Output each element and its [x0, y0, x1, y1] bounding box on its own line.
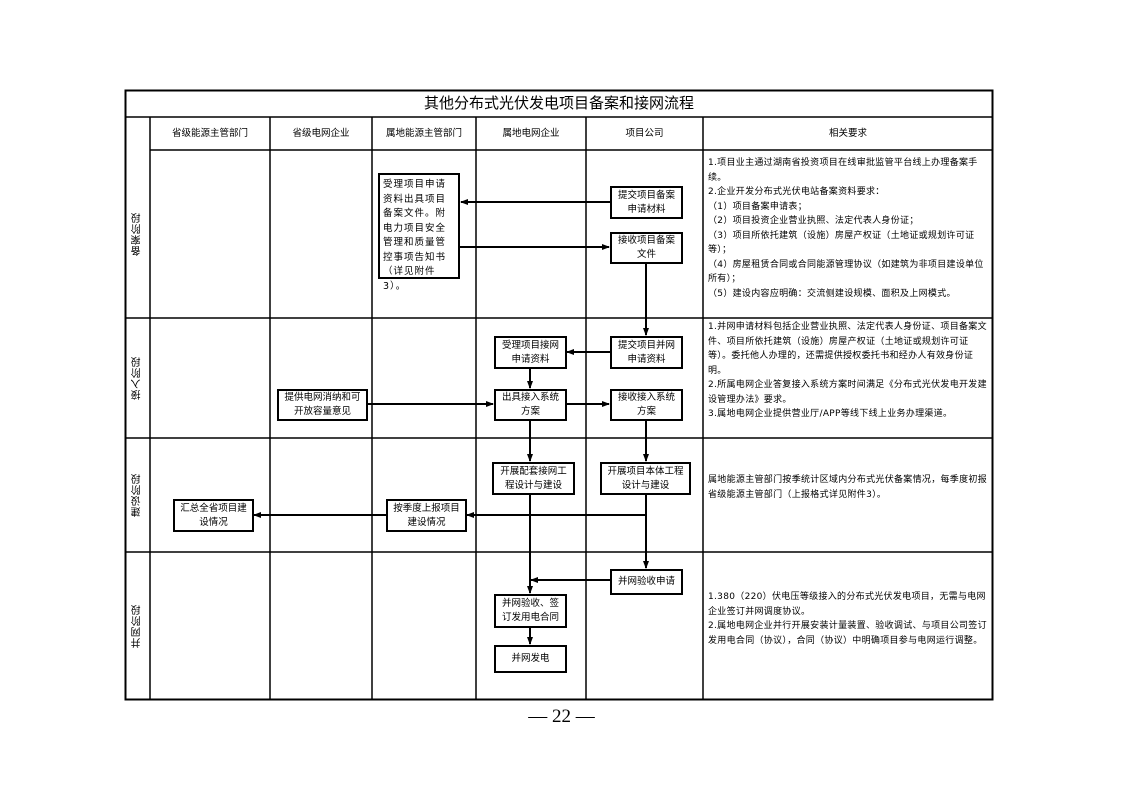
stage-label: 并网阶段: [132, 604, 143, 648]
stage-grid-connection: 并网阶段: [125, 552, 150, 700]
box-receive-filing: 接收项目备案文件: [610, 232, 683, 264]
stage-label: 接入阶段: [132, 356, 143, 400]
stage-access: 接入阶段: [125, 318, 150, 438]
stage-construction: 建设阶段: [125, 438, 150, 552]
box-capacity-opinion: 提供电网消纳和可开放容量意见: [277, 389, 368, 421]
box-submit-grid-application: 提交项目并网申请资料: [610, 336, 683, 369]
requirement-item: （1）项目备案申请表；: [708, 201, 808, 212]
column-header-provincial-grid: 省级电网企业: [292, 128, 350, 139]
requirements-grid: 1.380（220）伏电压等级接入的分布式光伏发电项目，无需与电网企业签订并网调…: [708, 590, 990, 648]
column-header-project-company: 项目公司: [625, 128, 664, 139]
requirement-item: 2.所属电网企业答复接入系统方案时间满足《分布式光伏发电开发建设管理办法》要求。: [708, 380, 987, 405]
box-project-construction: 开展项目本体工程设计与建设: [600, 462, 691, 495]
box-accept-filing: 受理项目申请资料出具项目备案文件。附电力项目安全管理和质量管控事项告知书（详见附…: [378, 173, 460, 292]
column-header-local-energy: 属地能源主管部门: [385, 128, 462, 139]
requirement-item: （5）建设内容应明确：交流侧建设规模、面积及上网模式。: [708, 288, 956, 299]
stage-label: 建设阶段: [132, 473, 143, 517]
requirement-item: 属地能源主管部门按季统计区域内分布式光伏备案情况，每季度初报省级能源主管部门（上…: [708, 475, 988, 500]
requirement-item: 3.属地电网企业提供营业厅/APP等线下线上业务办理渠道。: [708, 409, 953, 419]
page-number: — 22 —: [528, 706, 595, 727]
column-header-local-grid: 属地电网企业: [502, 128, 560, 139]
requirement-item: 1.项目业主通过湖南省投资项目在线审批监管平台线上办理备案手续。: [708, 158, 978, 183]
box-accept-grid-application: 受理项目接网申请资料: [494, 336, 567, 369]
requirement-item: （3）项目所依托建筑（设施）房屋产权证（土地证或规划许可证等）；: [708, 230, 975, 256]
box-acceptance-contract: 并网验收、签订发用电合同: [494, 594, 567, 628]
box-quarterly-report: 按季度上报项目建设情况: [386, 499, 467, 532]
requirements-filing: 1.项目业主通过湖南省投资项目在线审批监管平台线上办理备案手续。 2.企业开发分…: [708, 156, 990, 301]
box-grid-generation: 并网发电: [494, 645, 567, 673]
requirement-item: 2.企业开发分布式光伏电站备案资料要求：: [708, 187, 885, 197]
column-header-provincial-energy: 省级能源主管部门: [171, 128, 248, 139]
requirements-construction: 属地能源主管部门按季统计区域内分布式光伏备案情况，每季度初报省级能源主管部门（上…: [708, 473, 990, 502]
stage-label: 备案阶段: [132, 212, 143, 256]
box-summarize-province: 汇总全省项目建设情况: [173, 499, 254, 532]
stage-filing: 备案阶段: [125, 150, 150, 318]
flowchart-title: 其他分布式光伏发电项目备案和接网流程: [423, 94, 694, 112]
box-submit-filing: 提交项目备案申请材料: [610, 186, 683, 219]
requirement-item: 1.380（220）伏电压等级接入的分布式光伏发电项目，无需与电网企业签订并网调…: [708, 592, 986, 617]
column-header-requirements: 相关要求: [828, 128, 867, 139]
box-issue-access-plan: 出具接入系统方案: [494, 389, 567, 421]
requirement-item: 1.并网申请材料包括企业营业执照、法定代表人身份证、项目备案文件、项目所依托建筑…: [708, 322, 987, 376]
box-acceptance-request: 并网验收申请: [610, 569, 683, 595]
box-grid-construction: 开展配套接网工程设计与建设: [492, 462, 575, 495]
requirement-item: （2）项目投资企业营业执照、法定代表人身份证；: [708, 216, 919, 226]
requirement-item: （4）房屋租赁合同或合同能源管理协议（如建筑为非项目建设单位所有）；: [708, 259, 984, 285]
requirements-access: 1.并网申请材料包括企业营业执照、法定代表人身份证、项目备案文件、项目所依托建筑…: [708, 320, 990, 422]
requirement-item: 2.属地电网企业并行开展安装计量装置、验收调试、与项目公司签订发用电合同（协议）…: [708, 621, 987, 646]
box-receive-access-plan: 接收接入系统方案: [610, 389, 683, 421]
